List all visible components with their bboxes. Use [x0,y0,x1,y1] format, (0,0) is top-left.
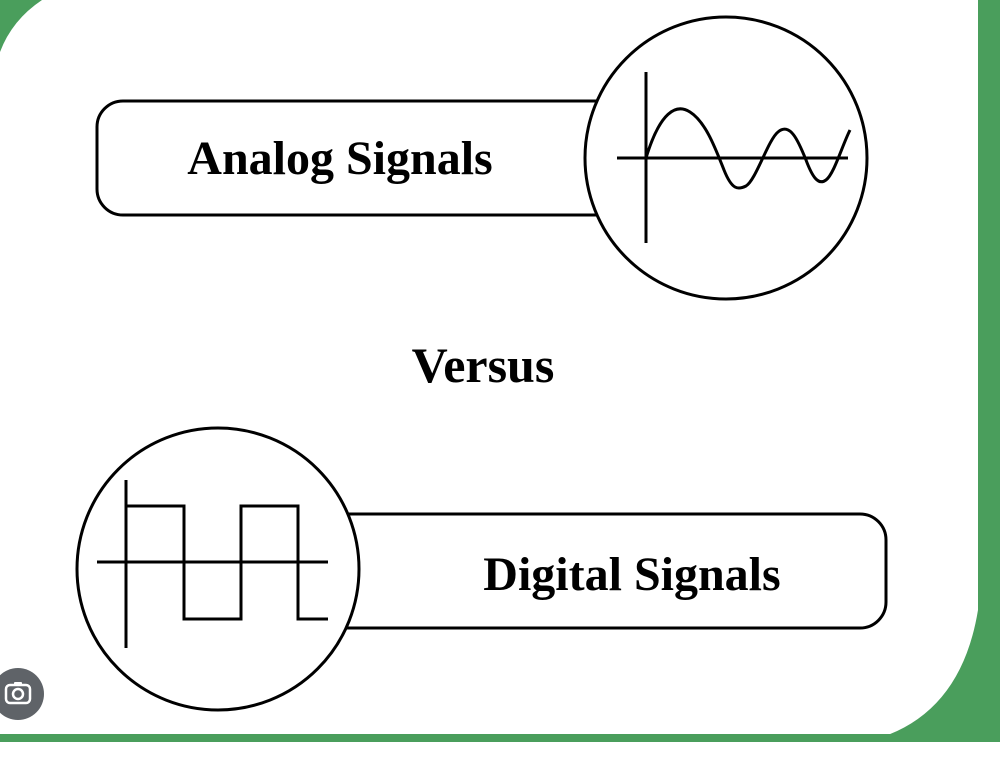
digital-label: Digital Signals [483,548,780,601]
camera-search-icon[interactable] [0,668,44,720]
frame-top-left-corner [0,0,42,52]
camera-search-icon-glyph [4,682,32,705]
analog-label: Analog Signals [187,132,492,185]
square-wave-icon [97,480,328,648]
frame-bottom-bar [0,734,1000,742]
sine-wave-icon [617,72,852,243]
frame-bottom-whitespace [0,742,1000,759]
versus-label: Versus [412,337,555,393]
frame-bottom-right-corner [865,610,978,742]
digital-signal-circle [75,426,361,712]
frame-right-bar [978,0,1000,742]
